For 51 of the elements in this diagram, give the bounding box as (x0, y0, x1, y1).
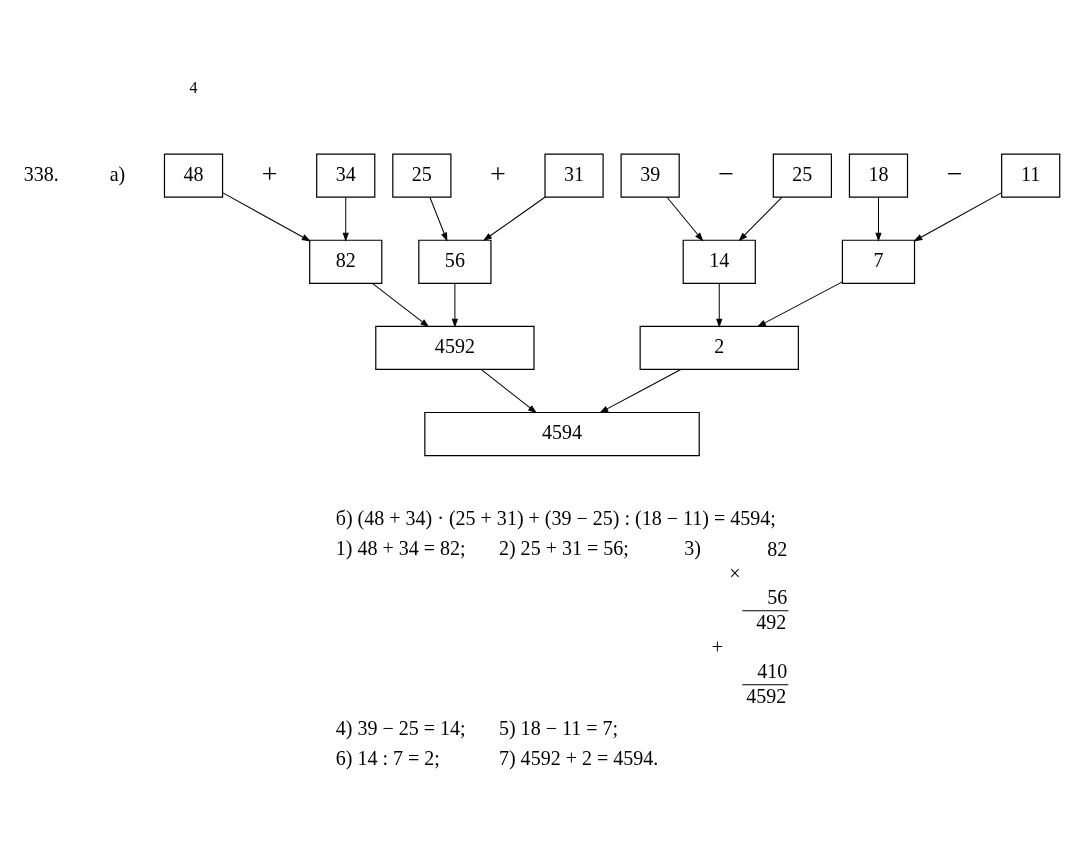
arrow (371, 282, 429, 327)
label: × (729, 561, 741, 584)
arrow (429, 196, 448, 241)
label: 410 (757, 659, 788, 682)
arrow (666, 196, 703, 241)
label: 4) 39 − 25 = 14; (335, 716, 466, 739)
label: 2) 25 + 31 = 56; (498, 536, 629, 559)
label: 56 (767, 585, 788, 608)
node-box: 82 (309, 239, 383, 284)
label: 7) 4592 + 2 = 4594. (498, 746, 659, 769)
node-box: 14 (682, 239, 756, 284)
node-box: 34 (316, 153, 376, 198)
label: 82 (767, 537, 788, 560)
node-box: 4594 (424, 411, 700, 456)
label: 4 (189, 78, 198, 96)
node-box: 7 (841, 239, 916, 284)
node-box: 25 (772, 153, 832, 198)
node-box: 56 (418, 239, 492, 284)
arrow (716, 282, 723, 327)
node-box: 25 (392, 153, 452, 198)
label: 1) 48 + 34 = 82; (335, 536, 466, 559)
arrow (342, 196, 349, 241)
node-box: 48 (163, 153, 224, 198)
node-box: 18 (848, 153, 909, 198)
label: 5) 18 − 11 = 7; (498, 716, 619, 739)
label: 6) 14 : 7 = 2; (335, 746, 440, 769)
label: 338. (23, 162, 59, 185)
label: − (946, 157, 963, 189)
node-box: 11 (1001, 153, 1061, 198)
label: а) (109, 162, 126, 185)
arrow (480, 368, 537, 413)
label: б) (48 + 34) · (25 + 31) + (39 − 25) : (18 − 11) = 4594; (335, 506, 776, 529)
label: + (490, 157, 506, 189)
arrow (875, 196, 882, 241)
arrow (739, 196, 783, 241)
label: − (718, 157, 735, 189)
arrow (600, 368, 682, 413)
arrow (914, 191, 1002, 241)
label: + (711, 635, 724, 658)
label: 492 (756, 610, 787, 633)
label: + (261, 157, 278, 189)
node-box: 31 (544, 153, 604, 198)
node-box: 4592 (375, 325, 535, 370)
arrow (483, 196, 546, 241)
label: 3) (684, 536, 701, 559)
node-box: 39 (620, 153, 680, 198)
label: 4592 (746, 684, 787, 707)
arrow (222, 191, 310, 241)
arrow (757, 280, 843, 327)
node-box: 2 (639, 325, 799, 370)
arrow (451, 282, 458, 327)
